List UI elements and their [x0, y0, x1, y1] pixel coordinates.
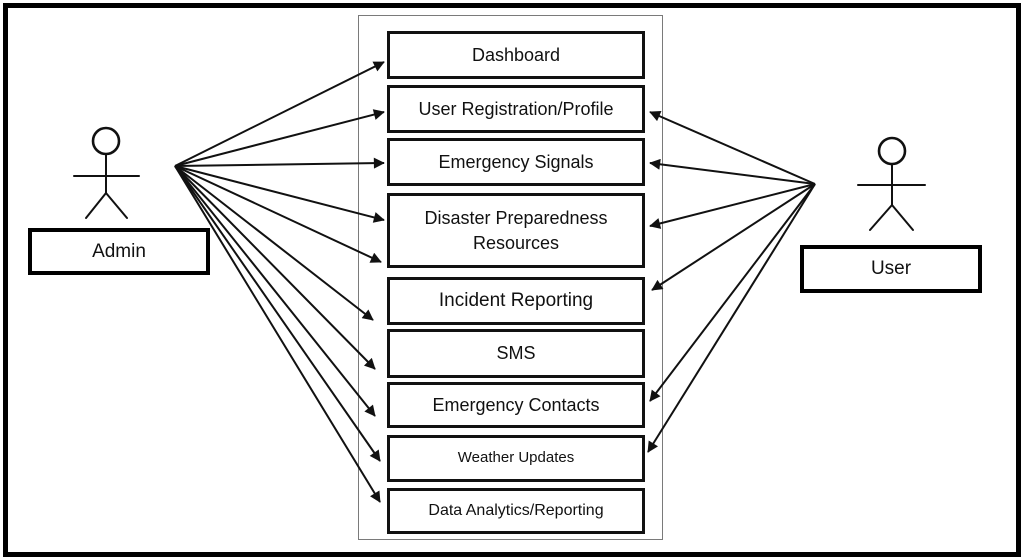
usecase-sms: SMS — [387, 329, 645, 378]
usecase-incident-reporting: Incident Reporting — [387, 277, 645, 325]
usecase-weather-updates: Weather Updates — [387, 435, 645, 482]
usecase-emergency-contacts: Emergency Contacts — [387, 382, 645, 428]
usecase-dashboard: Dashboard — [387, 31, 645, 79]
usecase-emergency-signals: Emergency Signals — [387, 138, 645, 186]
admin-label-box: Admin — [28, 228, 210, 275]
usecase-user-registration: User Registration/Profile — [387, 85, 645, 133]
usecase-data-analytics-reporting: Data Analytics/Reporting — [387, 488, 645, 534]
user-label-box: User — [800, 245, 982, 293]
usecase-disaster-preparedness-resources: Disaster Preparedness Resources — [387, 193, 645, 268]
